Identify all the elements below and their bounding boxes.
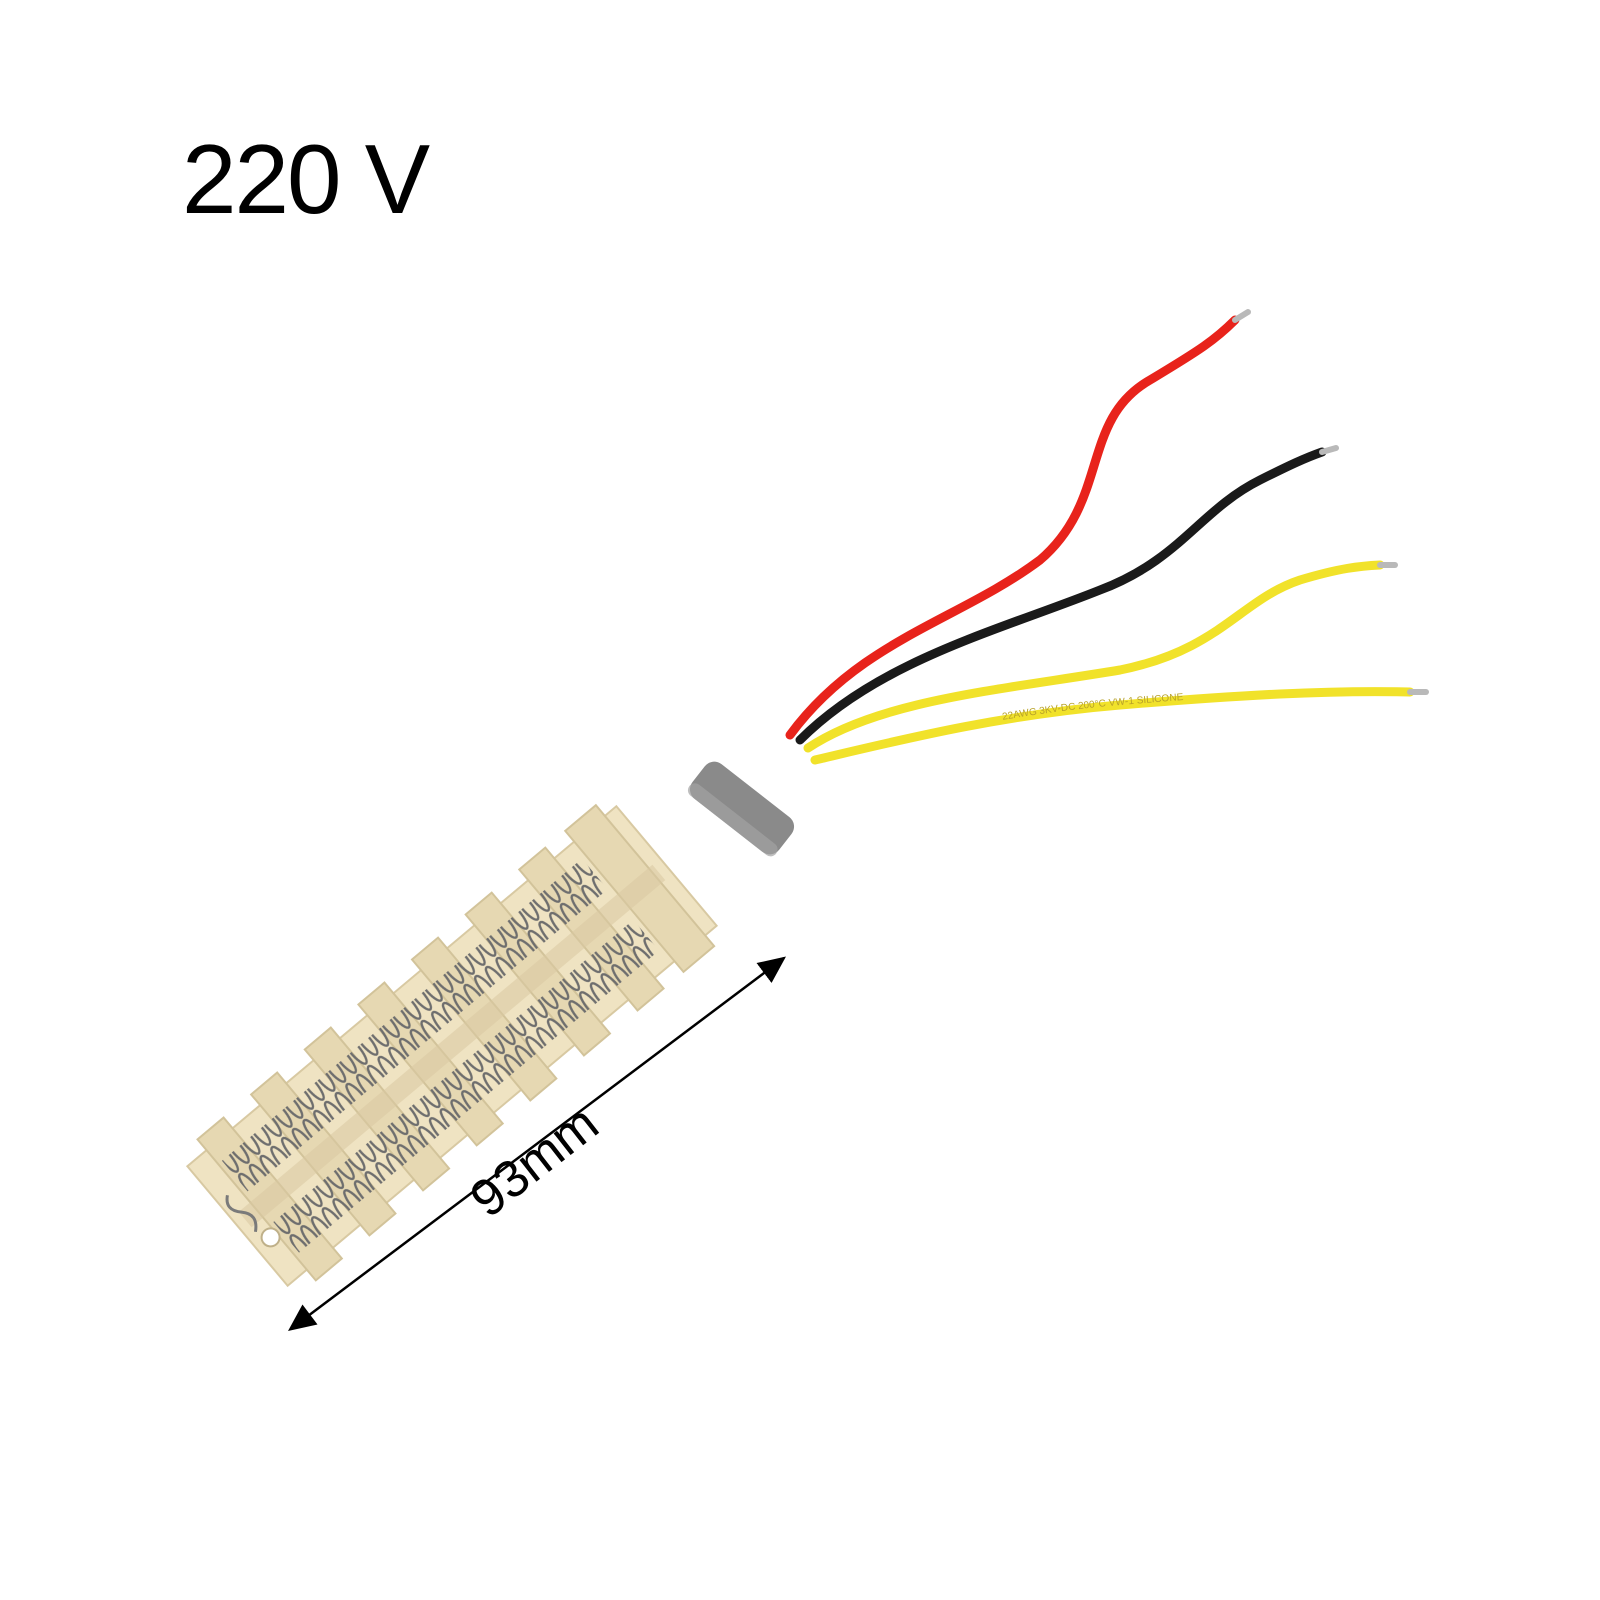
ceramic-heating-core — [185, 803, 719, 1288]
black-wire — [795, 447, 1327, 745]
wires: 22AWG 3KV-DC 200°C VW-1 SILICONE — [785, 309, 1429, 765]
black-wire-tip — [1319, 445, 1339, 455]
terminal-hook — [225, 1195, 258, 1233]
ceramic-grooves — [238, 864, 666, 1228]
voltage-label: 220 V — [182, 124, 430, 234]
wire-print-text: 22AWG 3KV-DC 200°C VW-1 SILICONE — [1001, 692, 1184, 723]
dimension-arrow — [288, 956, 786, 1332]
red-wire — [785, 315, 1240, 740]
yellow-wire-upper — [803, 560, 1385, 753]
wire-print-path: 22AWG 3KV-DC 200°C VW-1 SILICONE — [1001, 692, 1184, 723]
red-wire-tip — [1232, 309, 1251, 323]
heat-shrink-sleeve — [687, 761, 795, 857]
yellow-wire-lower — [810, 687, 1415, 765]
terminal-hole — [260, 1227, 281, 1248]
